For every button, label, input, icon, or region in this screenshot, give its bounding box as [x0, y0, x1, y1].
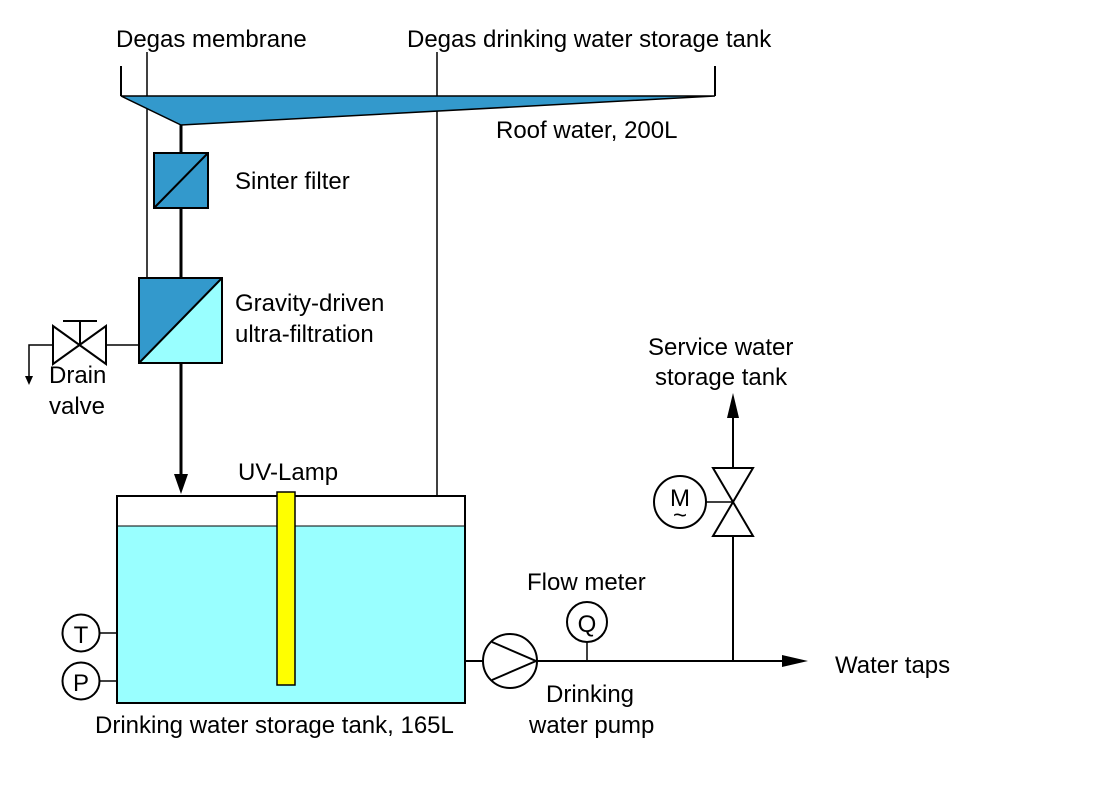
- roof-water-tank: [120, 95, 716, 126]
- flow-meter-label: Flow meter: [527, 569, 646, 596]
- roof-water-label: Roof water, 200L: [496, 117, 677, 144]
- service-tank-label-line2: storage tank: [655, 364, 788, 391]
- service-tank-label-line1: Service water: [648, 334, 793, 361]
- uv-lamp-label: UV-Lamp: [238, 459, 338, 486]
- pump-triangle: [491, 641, 539, 681]
- drain-label-line2: valve: [49, 393, 105, 420]
- water-taps-arrow-icon: [782, 655, 808, 667]
- gdu-diagonal: [138, 277, 223, 364]
- temperature-symbol: T: [74, 622, 89, 649]
- sinter-filter-label: Sinter filter: [235, 168, 350, 195]
- motor-symbol: M: [670, 485, 690, 512]
- flow-meter-icon: [566, 601, 608, 643]
- storage-tank-label: Drinking water storage tank, 165L: [95, 712, 454, 739]
- drain-outlet-line: [28, 344, 53, 378]
- drain-label-line1: Drain: [49, 362, 106, 389]
- pump-icon: [482, 633, 538, 689]
- pressure-symbol: P: [73, 670, 89, 697]
- sinter-filter-diagonal: [153, 152, 209, 209]
- gdu-label-line2: ultra-filtration: [235, 321, 374, 348]
- drain-arrow-icon: [25, 376, 33, 385]
- water-taps-label: Water taps: [835, 652, 950, 679]
- motor-icon: [653, 475, 707, 529]
- pump-label-line2: water pump: [528, 712, 654, 739]
- flow-meter-symbol: Q: [578, 611, 597, 638]
- degas-tank-label: Degas drinking water storage tank: [407, 26, 772, 53]
- service-tank-arrow-icon: [727, 393, 739, 418]
- uv-lamp: [276, 491, 296, 686]
- gdu-label-line1: Gravity-driven: [235, 290, 384, 317]
- arrow-into-tank-icon: [174, 474, 188, 494]
- pump-label-line1: Drinking: [546, 681, 634, 708]
- gdu-box: [138, 277, 223, 364]
- degas-membrane-label: Degas membrane: [116, 26, 307, 53]
- motor-ac-symbol: ~: [673, 502, 687, 529]
